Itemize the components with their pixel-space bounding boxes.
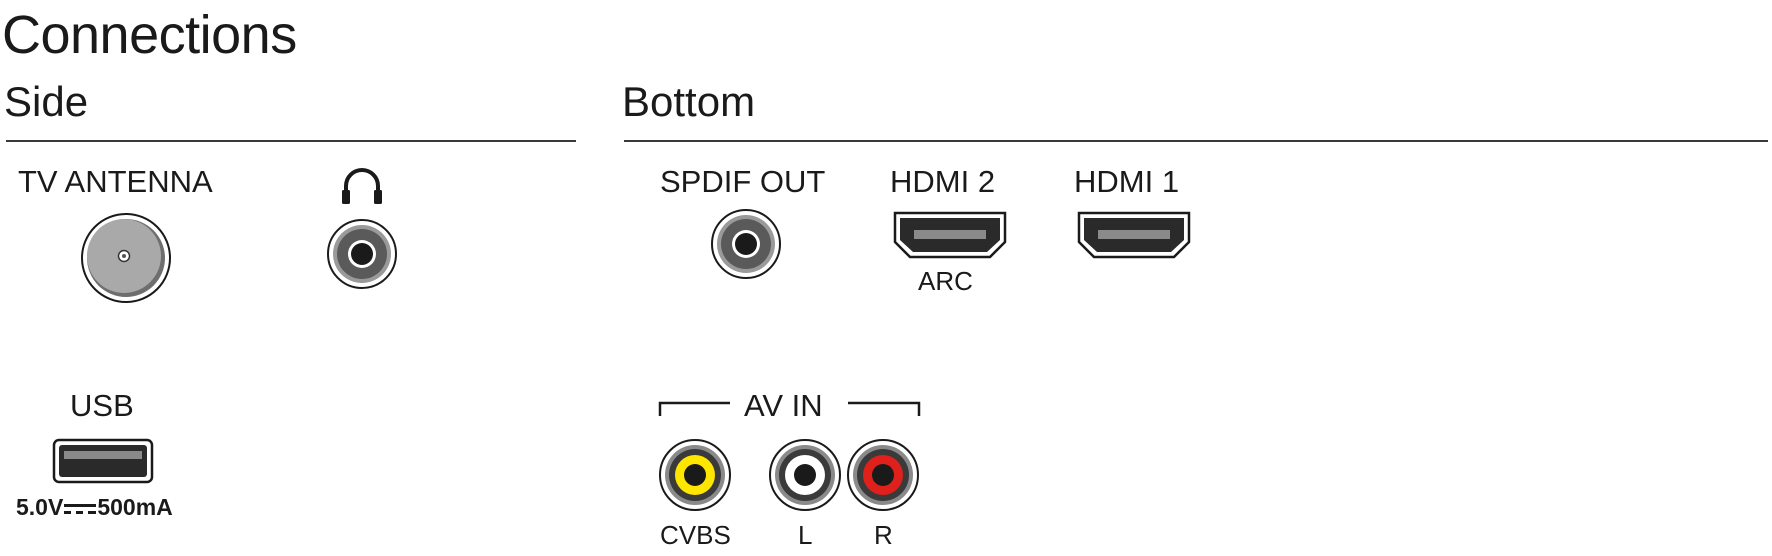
hdmi1-port[interactable] <box>1076 210 1192 260</box>
headphones-icon <box>342 168 382 204</box>
spdif-out-port[interactable] <box>710 208 782 280</box>
usb-rating-current: 500mA <box>97 494 173 520</box>
hdmi2-port[interactable] <box>892 210 1008 260</box>
usb-port[interactable] <box>52 438 154 484</box>
hdmi2-label: HDMI 2 <box>890 164 996 199</box>
audio-right-jack-port[interactable] <box>846 438 920 512</box>
cvbs-jack-port[interactable] <box>658 438 732 512</box>
section-heading-side: Side <box>4 78 89 125</box>
spdif-out-label: SPDIF OUT <box>660 164 826 199</box>
av-in-bracket <box>658 401 921 416</box>
usb-rating: 5.0V 500mA <box>16 494 173 521</box>
tv-antenna-label: TV ANTENNA <box>18 164 213 199</box>
tv-antenna-port[interactable] <box>80 212 172 304</box>
audio-right-label: R <box>874 520 893 550</box>
hdmi1-label: HDMI 1 <box>1074 164 1180 199</box>
dc-symbol-icon <box>64 503 97 514</box>
page-title: Connections <box>2 5 297 65</box>
av-in-label: AV IN <box>744 388 823 423</box>
hdmi2-arc-label: ARC <box>918 266 973 296</box>
section-heading-bottom: Bottom <box>622 78 756 125</box>
cvbs-label: CVBS <box>660 520 731 550</box>
usb-rating-voltage: 5.0V <box>16 494 64 520</box>
headphone-jack-port[interactable] <box>326 218 398 290</box>
audio-left-label: L <box>798 520 813 550</box>
side-divider <box>6 140 576 142</box>
audio-left-jack-port[interactable] <box>768 438 842 512</box>
bottom-divider <box>624 140 1768 142</box>
usb-label: USB <box>70 388 134 423</box>
